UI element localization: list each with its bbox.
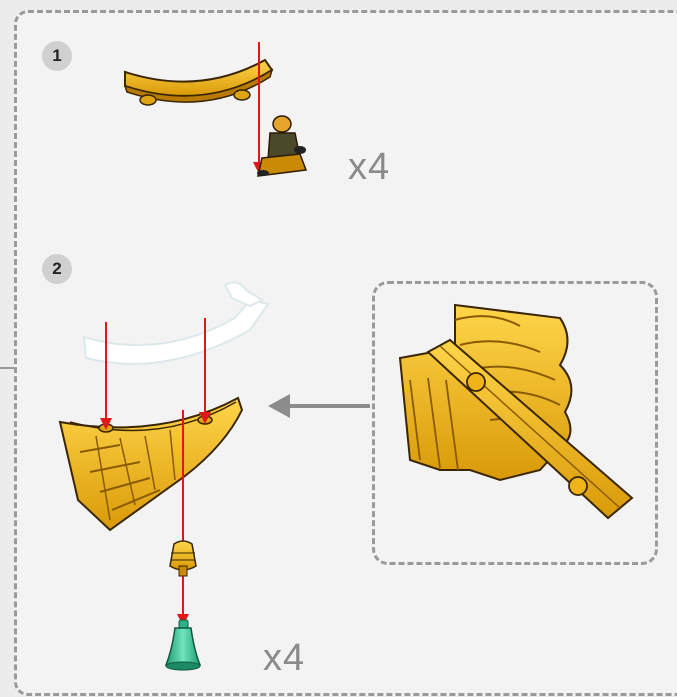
callout-arrow: [268, 394, 370, 418]
roof-corner-assembly: [60, 398, 242, 530]
barrel-piece: [170, 541, 196, 576]
inset-detail-view: [400, 305, 632, 518]
seated-figure: [257, 116, 306, 176]
curved-roof-piece: [125, 60, 272, 105]
bell-icon: [166, 620, 200, 670]
ghost-roof-piece: [84, 282, 268, 363]
